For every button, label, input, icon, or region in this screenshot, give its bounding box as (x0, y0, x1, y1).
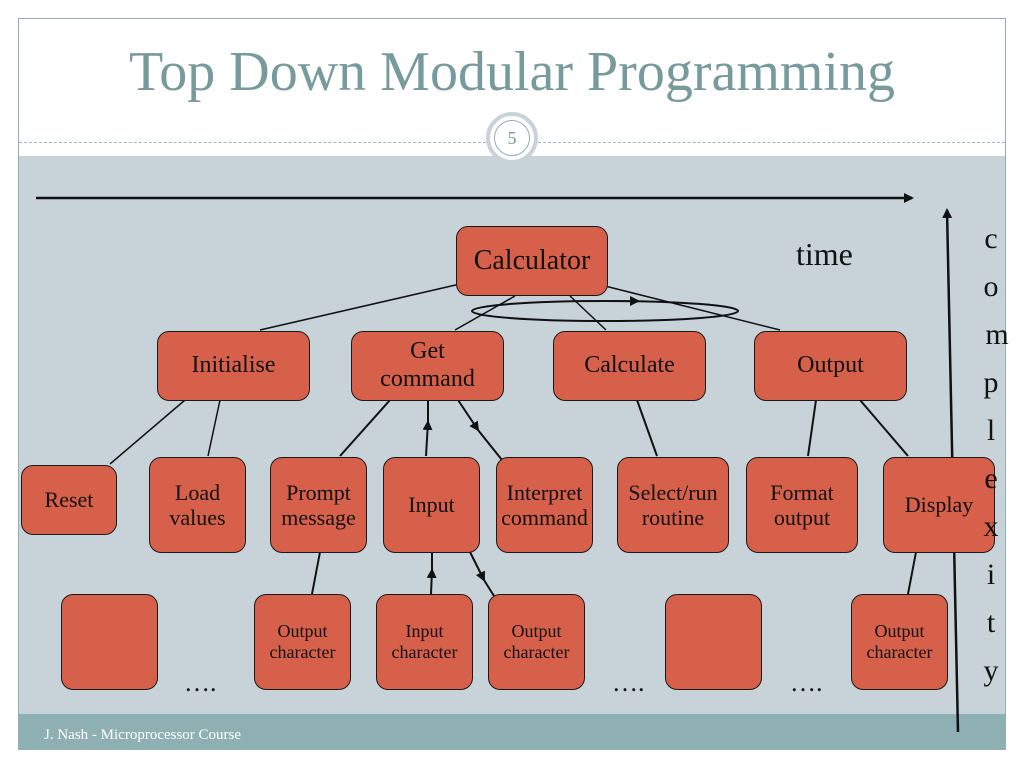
node-blank-2 (665, 594, 762, 690)
edge-inputchar-input-head (426, 568, 437, 595)
slide-title: Top Down Modular Programming (128, 41, 895, 103)
edge-input-outputchar (469, 551, 485, 582)
complexity-letter-7: x (983, 510, 999, 543)
node-calculate: Calculate (553, 331, 706, 401)
node-reset-label: Reset (44, 487, 94, 513)
node-input: Input (383, 457, 480, 553)
edge-calculator-initialise (259, 283, 461, 331)
node-get-command: Get command (351, 331, 504, 401)
edge-calculate-select (636, 399, 658, 457)
complexity-letter-10: y (983, 654, 999, 687)
edge-initialise-loadvalues (207, 399, 221, 457)
node-output-character-3: Output character (851, 594, 948, 690)
edge-calculator-output (604, 285, 781, 331)
node-initialise-label: Initialise (191, 352, 276, 379)
node-output-character-2: Output character (488, 594, 585, 690)
node-input-character-line1: Input (405, 621, 444, 642)
edge-output-display (859, 399, 909, 457)
node-select-run-routine-line1: Select/run (628, 479, 718, 505)
complexity-letter-1: c (984, 222, 998, 255)
node-output-character-1: Output character (254, 594, 351, 690)
edge-display-outputchar (907, 551, 917, 595)
complexity-letter-8: i (986, 558, 996, 591)
slide-footer (19, 714, 1005, 750)
node-select-run-routine-line2: routine (641, 505, 705, 530)
complexity-letter-2: o (983, 270, 999, 303)
node-calculator: Calculator (456, 226, 608, 296)
iteration-loop (471, 300, 739, 322)
node-output-character-1-line1: Output (277, 621, 328, 642)
edge-prompt-outputchar (311, 551, 321, 595)
node-input-label: Input (408, 492, 455, 518)
node-display-label: Display (904, 492, 974, 518)
node-output-character-3-line1: Output (874, 621, 925, 642)
complexity-letter-9: t (986, 606, 996, 639)
slide-number: 5 (494, 120, 530, 156)
time-axis-label: time (796, 236, 853, 272)
node-output: Output (754, 331, 907, 401)
node-interpret-command: Interpret command (496, 457, 593, 553)
edge-initialise-reset (109, 399, 186, 465)
node-reset: Reset (21, 465, 117, 535)
ellipsis-3: …. (790, 668, 823, 697)
edge-input-outputchar-tail (483, 579, 495, 597)
edge-input-getcommand (422, 420, 433, 457)
node-output-character-1-line2: character (269, 642, 336, 662)
node-get-command-line2: command (380, 366, 475, 392)
node-select-run-routine: Select/run routine (617, 457, 729, 553)
slide-number-badge: 5 (486, 112, 538, 164)
node-prompt-message-line2: message (281, 505, 356, 530)
complexity-letter-6: e (984, 462, 998, 495)
node-load-values-line2: values (169, 505, 226, 530)
edge-getcommand-interpret (457, 399, 480, 432)
node-format-output: Format output (746, 457, 858, 553)
node-load-values-line1: Load (174, 479, 221, 505)
complexity-letter-3: m (985, 318, 1009, 351)
node-calculator-label: Calculator (473, 244, 591, 276)
node-get-command-line1: Get (410, 338, 445, 365)
node-output-character-3-line2: character (866, 642, 933, 662)
node-load-values: Load values (149, 457, 246, 553)
edge-getcommand-prompt (339, 399, 391, 457)
node-prompt-message: Prompt message (270, 457, 367, 553)
node-initialise: Initialise (157, 331, 310, 401)
node-interpret-command-line1: Interpret (506, 479, 583, 505)
node-input-character-line2: character (391, 642, 458, 662)
ellipsis-1: …. (184, 668, 217, 697)
node-format-output-line1: Format (770, 479, 834, 505)
node-output-character-2-line1: Output (511, 621, 562, 642)
node-prompt-message-line1: Prompt (286, 479, 351, 505)
ellipsis-2: …. (612, 668, 645, 697)
node-output-character-2-line2: character (503, 642, 570, 662)
edge-output-format (807, 399, 817, 457)
node-calculate-label: Calculate (584, 352, 675, 379)
edge-calculator-getcommand (454, 295, 516, 331)
complexity-letter-4: p (983, 366, 999, 399)
node-display: Display (883, 457, 995, 553)
node-blank-1 (61, 594, 158, 690)
complexity-letter-5: l (986, 414, 996, 447)
node-interpret-command-line2: command (501, 505, 588, 530)
node-input-character: Input character (376, 594, 473, 690)
edge-interpret-tail (477, 429, 503, 461)
node-output-label: Output (797, 352, 864, 379)
node-format-output-line2: output (773, 505, 831, 530)
footer-text: J. Nash - Microprocessor Course (44, 727, 242, 743)
